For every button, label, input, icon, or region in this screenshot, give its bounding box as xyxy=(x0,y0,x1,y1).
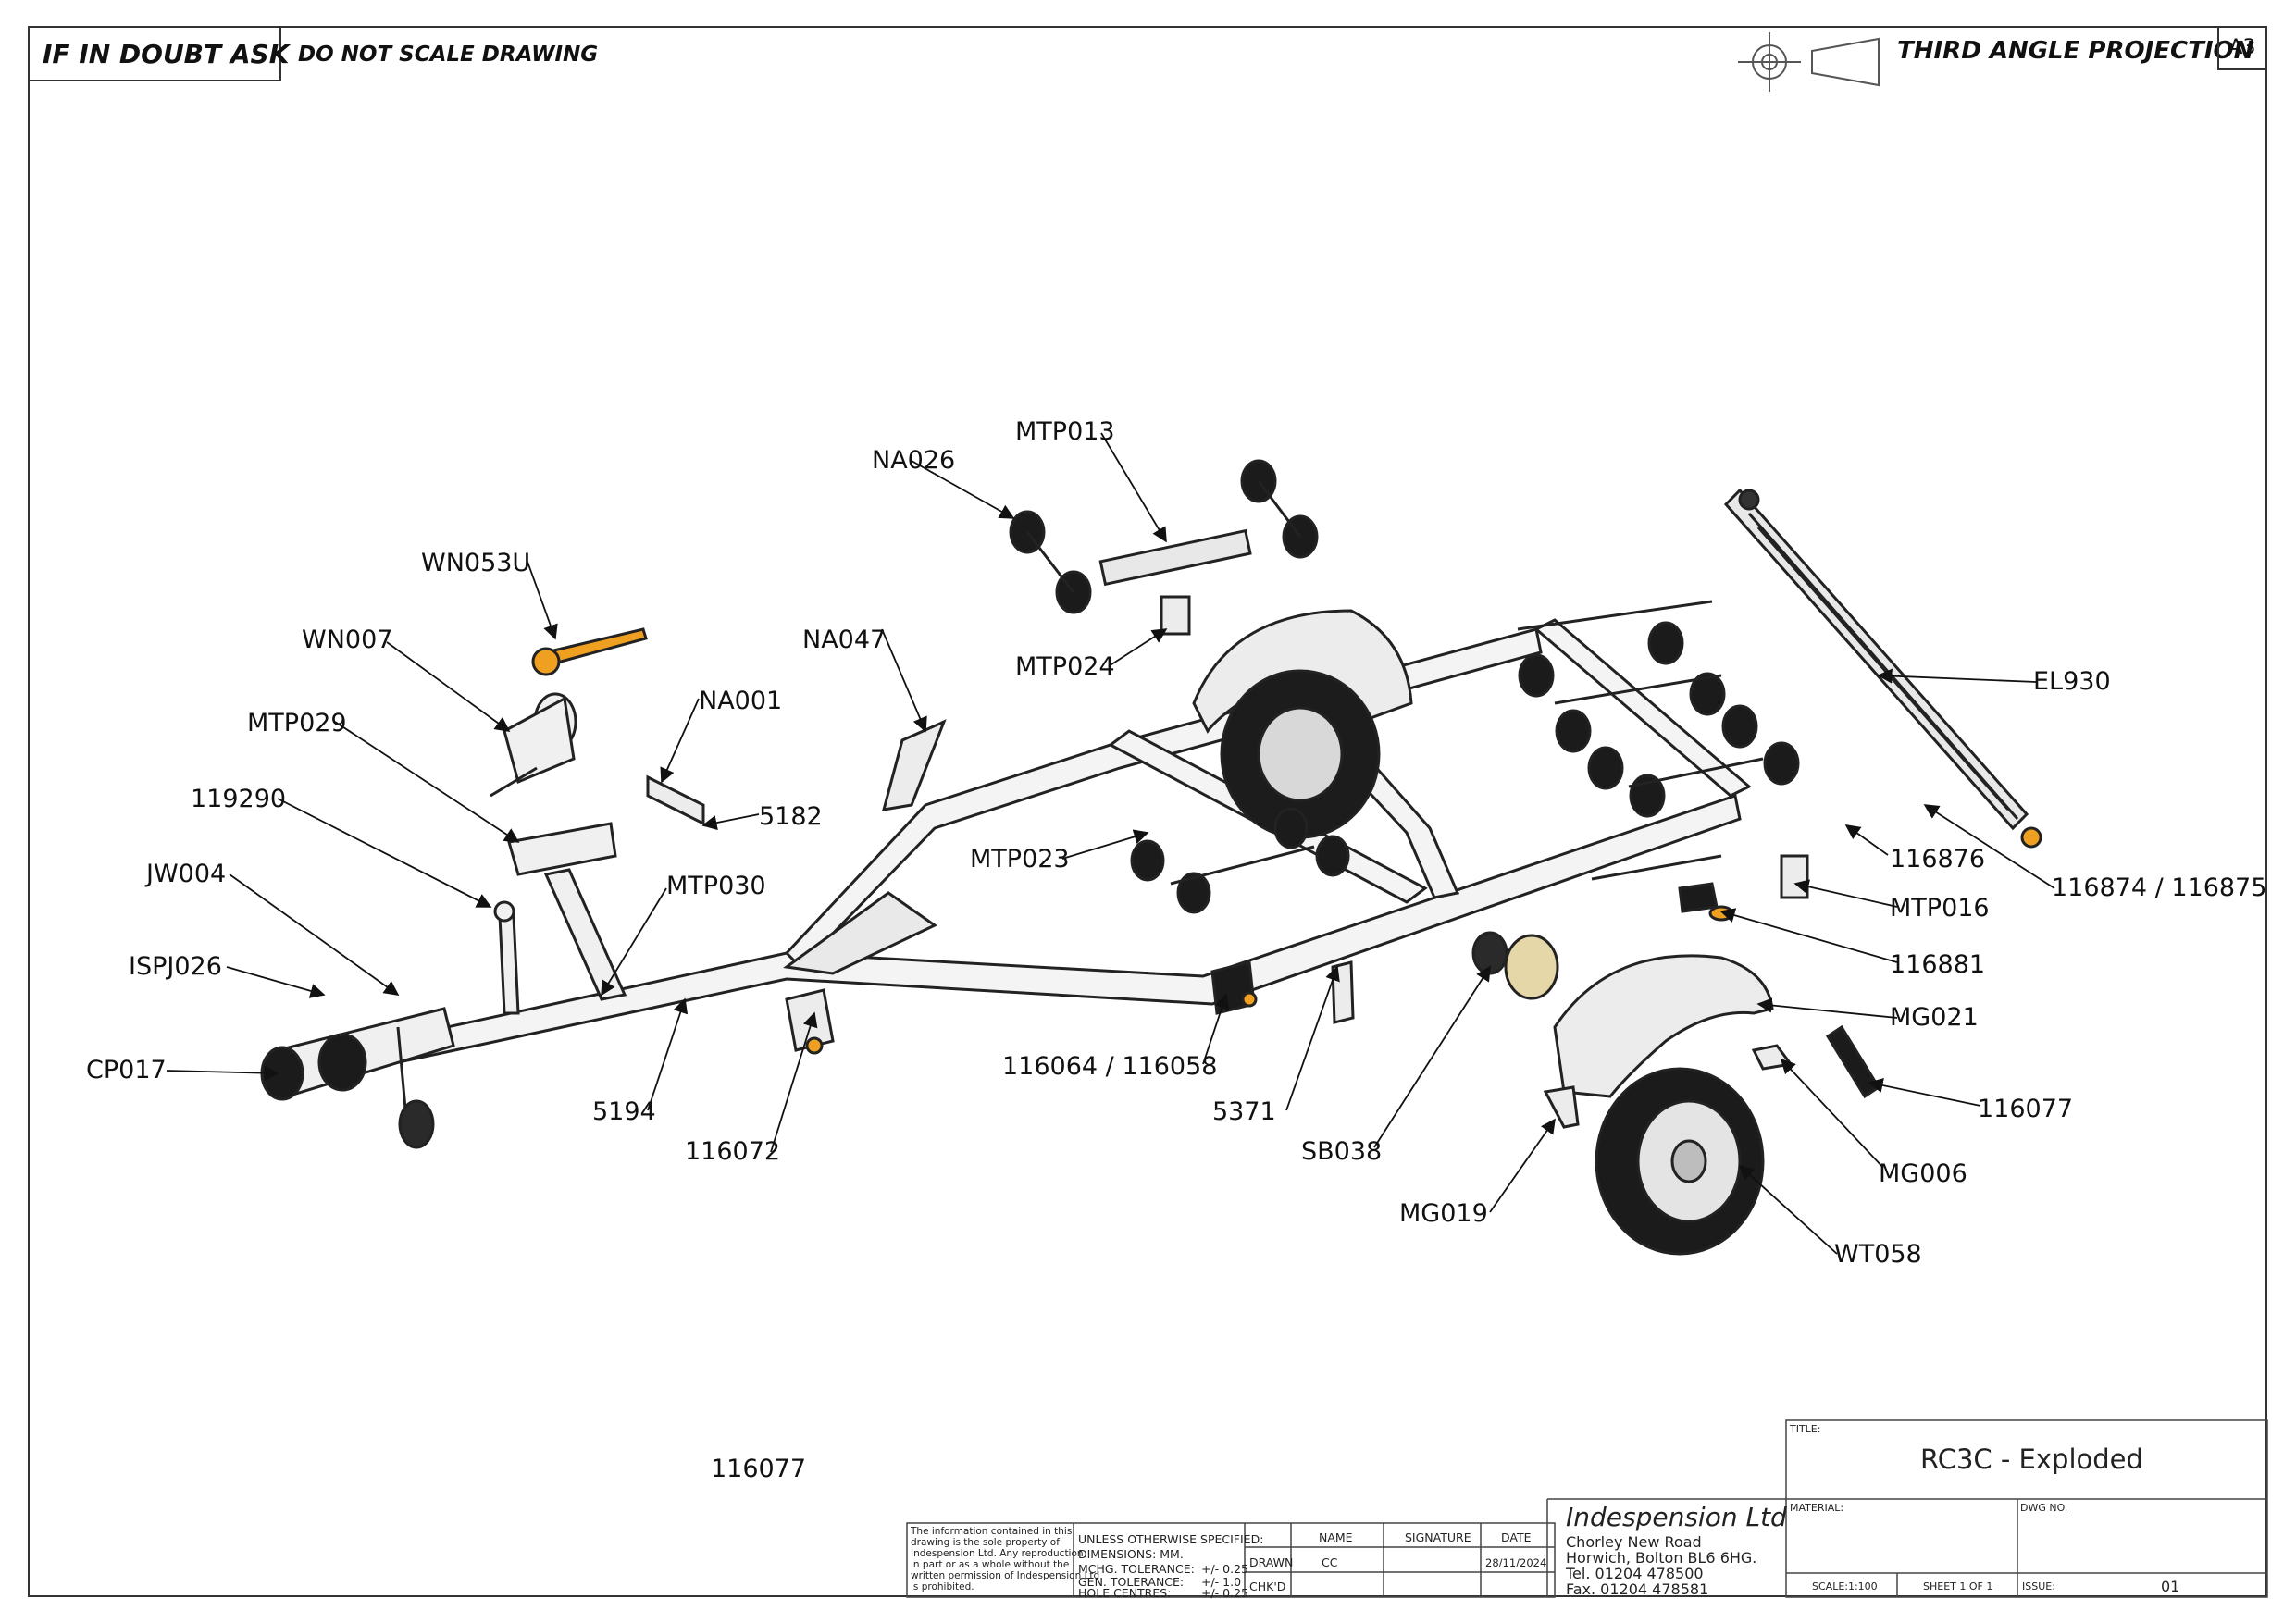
callout-JW004: JW004 xyxy=(146,860,227,888)
winch-post xyxy=(493,822,627,1015)
callout-CP017: CP017 xyxy=(86,1056,167,1084)
leader-lines xyxy=(166,432,2055,1255)
wheel xyxy=(1595,1067,1765,1256)
address-line-2: Horwich, Bolton BL6 6HG. xyxy=(1566,1549,1757,1567)
title-label: TITLE: xyxy=(1790,1423,1821,1435)
scale-value: SCALE:1:100 xyxy=(1812,1580,1878,1592)
dwg-no-label: DWG NO. xyxy=(2020,1502,2068,1514)
projection-symbol-icon xyxy=(1738,32,1880,92)
small-brackets xyxy=(646,595,1881,1129)
drawing-sheet: IF IN DOUBT ASK DO NOT SCALE DRAWING THI… xyxy=(28,26,2267,1597)
callout-WT058: WT058 xyxy=(1834,1240,1922,1269)
callout-NA047: NA047 xyxy=(802,626,887,654)
winch xyxy=(490,692,577,798)
disclaimer-line-3: Indespension Ltd. Any reproduction xyxy=(911,1548,1084,1559)
coupling-jockey xyxy=(260,1007,455,1149)
callout-116874-116875: 116874 / 116875 xyxy=(2052,873,2267,902)
roller-set-top xyxy=(1009,459,1319,614)
mchg-tolerance: MCHG. TOLERANCE: xyxy=(1078,1562,1195,1576)
col-signature: SIGNATURE xyxy=(1405,1530,1471,1544)
callout-WN053U: WN053U xyxy=(421,549,531,577)
callout-116072: 116072 xyxy=(685,1137,781,1166)
projection-note: THIRD ANGLE PROJECTION xyxy=(1897,37,2254,65)
loose-label-116077: 116077 xyxy=(711,1455,807,1483)
callout-116876: 116876 xyxy=(1890,845,1986,873)
company-name: Indespension Ltd xyxy=(1566,1502,1787,1532)
drawn-name: CC xyxy=(1322,1555,1338,1569)
callout-MG006: MG006 xyxy=(1879,1159,1967,1188)
callout-ISPJ026: ISPJ026 xyxy=(129,952,222,981)
mchg-tolerance-value: +/- 0.25 xyxy=(1201,1562,1249,1576)
callout-NA026: NA026 xyxy=(872,446,956,475)
roller-set-right xyxy=(1518,621,1800,818)
do-not-scale-note: DO NOT SCALE DRAWING xyxy=(298,43,599,67)
callout-NA001: NA001 xyxy=(699,687,783,715)
callout-5182: 5182 xyxy=(759,802,823,831)
disclaimer-line-6: is prohibited. xyxy=(911,1581,974,1592)
drawing-title: RC3C - Exploded xyxy=(1920,1443,2143,1475)
disclaimer-line-4: in part or as a whole without the xyxy=(911,1559,1070,1570)
col-name: NAME xyxy=(1319,1530,1353,1544)
roller-set-middle xyxy=(1130,807,1350,914)
hole-centres: HOLE CENTRES: xyxy=(1078,1586,1172,1600)
callout-5194: 5194 xyxy=(592,1097,656,1126)
sheet-count: SHEET 1 OF 1 xyxy=(1923,1580,1993,1592)
disclaimer-line-1: The information contained in this xyxy=(911,1526,1073,1537)
callout-SB038: SB038 xyxy=(1301,1137,1383,1166)
material-label: MATERIAL: xyxy=(1790,1502,1844,1514)
disclaimer-line-5: written permission of Indespension Ltd xyxy=(911,1570,1100,1581)
address-line-3: Tel. 01204 478500 xyxy=(1566,1565,1704,1582)
row-drawn: DRAWN xyxy=(1249,1555,1294,1569)
drawn-date: 28/11/2024 xyxy=(1485,1556,1547,1569)
callout-5371: 5371 xyxy=(1212,1097,1276,1126)
callout-MTP024: MTP024 xyxy=(1015,652,1115,681)
callout-MTP013: MTP013 xyxy=(1015,417,1115,446)
callout-MTP029: MTP029 xyxy=(247,709,347,737)
callout-116077: 116077 xyxy=(1978,1095,2074,1123)
callout-116881: 116881 xyxy=(1890,950,1986,979)
callout-MTP030: MTP030 xyxy=(666,872,766,900)
row-chkd: CHK'D xyxy=(1249,1580,1286,1593)
title-block-lines xyxy=(906,1419,2268,1598)
callout-MTP023: MTP023 xyxy=(970,845,1070,873)
callout-119290: 119290 xyxy=(191,785,287,813)
callout-116064-116058: 116064 / 116058 xyxy=(1002,1052,1218,1081)
disclaimer-line-2: drawing is the sole property of xyxy=(911,1537,1060,1548)
leaf-spring xyxy=(1723,488,2042,849)
callout-EL930: EL930 xyxy=(2033,667,2111,696)
mudguard-upper xyxy=(1192,609,1413,839)
header-warning-box xyxy=(30,28,281,81)
col-date: DATE xyxy=(1501,1530,1532,1544)
sheet-size: A3 xyxy=(2217,28,2265,70)
issue-label: ISSUE: xyxy=(2022,1580,2055,1592)
if-in-doubt-ask: IF IN DOUBT ASK xyxy=(43,39,290,69)
callout-MG019: MG019 xyxy=(1399,1199,1488,1228)
address-line-1: Chorley New Road xyxy=(1566,1533,1702,1551)
issue-value: 01 xyxy=(2161,1578,2180,1595)
hole-centres-value: +/- 0.25 xyxy=(1201,1586,1249,1600)
callout-MTP016: MTP016 xyxy=(1890,894,1990,923)
gen-tolerance: GEN. TOLERANCE: xyxy=(1078,1575,1185,1589)
callout-MG021: MG021 xyxy=(1890,1003,1979,1032)
callout-WN007: WN007 xyxy=(302,626,393,654)
dimensions-note: DIMENSIONS: MM. xyxy=(1078,1547,1184,1561)
gen-tolerance-value: +/- 1.0 xyxy=(1201,1575,1242,1589)
winch-strap xyxy=(531,627,648,676)
hub xyxy=(1471,931,1559,1000)
unless-specified: UNLESS OTHERWISE SPECIFIED: xyxy=(1078,1532,1264,1546)
address-line-4: Fax. 01204 478581 xyxy=(1566,1580,1709,1598)
